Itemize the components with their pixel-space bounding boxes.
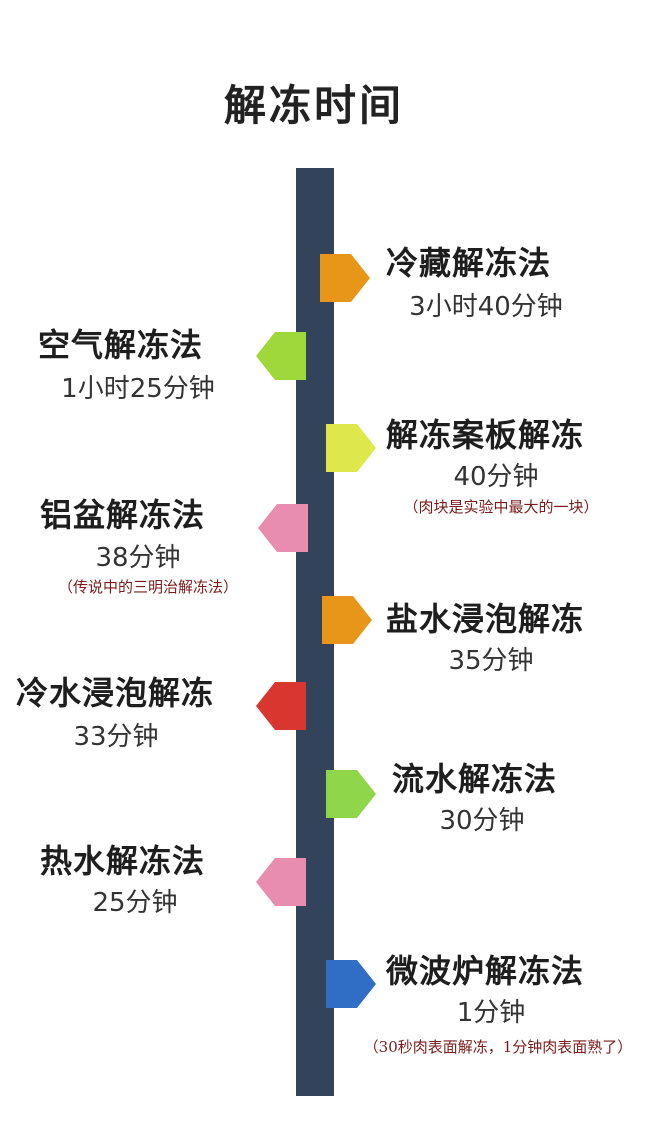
duration-label: 1分钟 <box>456 998 526 1028</box>
duration-label: 38分钟 <box>95 543 181 573</box>
note-label: （30秒肉表面解冻，1分钟肉表面熟了） <box>363 1038 633 1056</box>
flag-marker-green <box>256 332 306 380</box>
method-label: 冷藏解冻法 <box>386 244 552 282</box>
method-label: 盐水浸泡解冻 <box>386 600 585 638</box>
method-label: 冷水浸泡解冻 <box>16 674 215 712</box>
duration-label: 3小时40分钟 <box>409 292 563 322</box>
duration-label: 1小时25分钟 <box>61 374 215 404</box>
flag-marker-yellow <box>326 424 376 472</box>
method-label: 微波炉解冻法 <box>386 952 585 990</box>
flag-marker-blue <box>326 960 376 1008</box>
method-label: 解冻案板解冻 <box>386 416 585 454</box>
flag-marker-orange <box>320 254 370 302</box>
duration-label: 33分钟 <box>73 722 159 752</box>
method-label: 空气解冻法 <box>38 326 204 364</box>
flag-marker-red <box>256 682 306 730</box>
flag-marker-lightgreen <box>326 770 376 818</box>
method-label: 热水解冻法 <box>40 842 206 880</box>
note-label: （肉块是实验中最大的一块） <box>403 498 599 516</box>
flag-marker-pink <box>258 504 308 552</box>
page-title: 解冻时间 <box>223 81 404 130</box>
flag-marker-orange <box>322 596 372 644</box>
method-label: 流水解冻法 <box>392 760 558 798</box>
flag-marker-pink <box>256 858 306 906</box>
method-label: 铝盆解冻法 <box>40 496 206 534</box>
duration-label: 25分钟 <box>92 888 178 918</box>
duration-label: 35分钟 <box>448 646 534 676</box>
note-label: （传说中的三明治解冻法） <box>57 578 238 596</box>
duration-label: 30分钟 <box>439 806 525 836</box>
duration-label: 40分钟 <box>453 462 539 492</box>
